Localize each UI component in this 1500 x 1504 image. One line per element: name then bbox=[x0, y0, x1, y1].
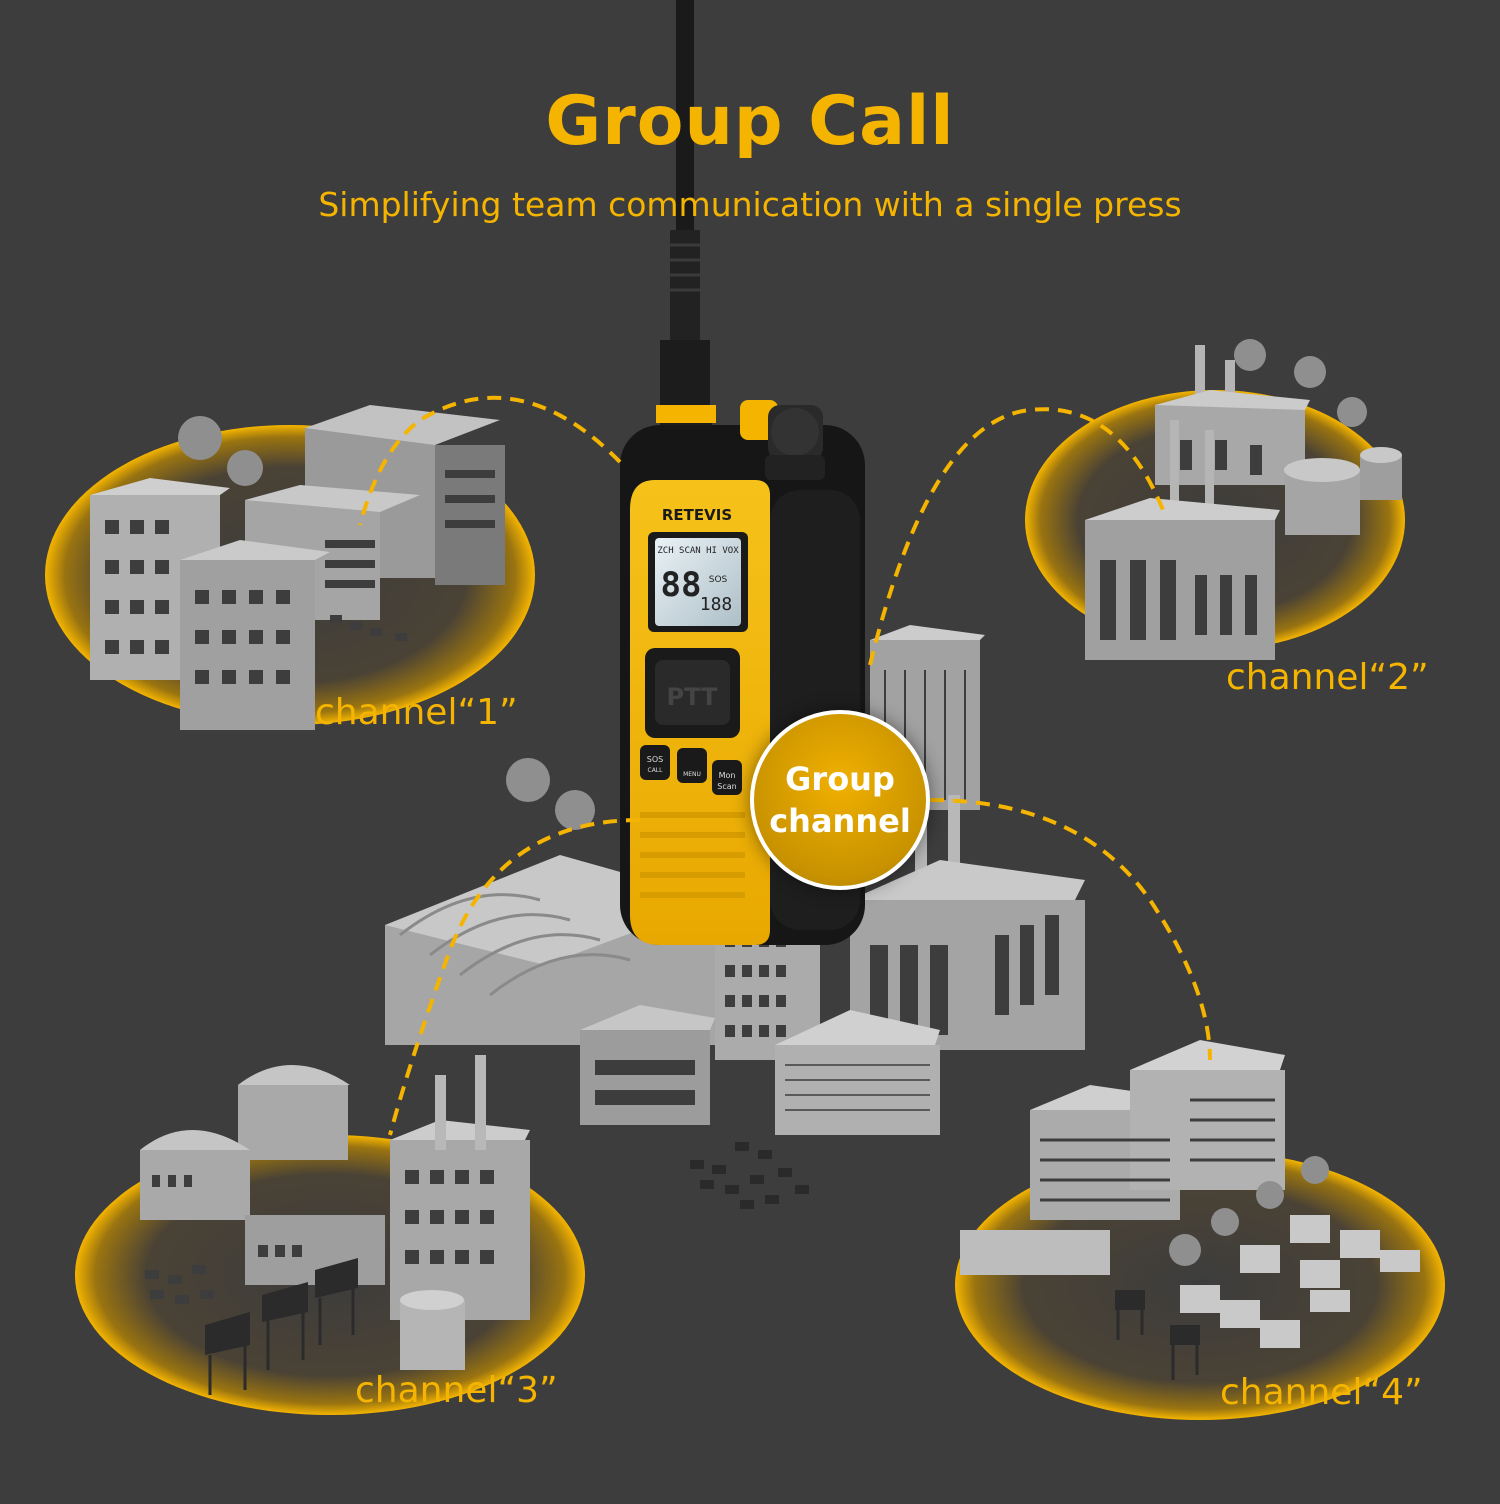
arc-channel-2 bbox=[868, 407, 1167, 666]
radio-menu-button: MENU bbox=[683, 771, 701, 778]
radio-sos-button-top: SOS bbox=[647, 755, 663, 764]
channel-2-label: channel“2” bbox=[1226, 657, 1429, 698]
arc-channel-3 bbox=[388, 818, 641, 1136]
radio-mon-button-top: Mon bbox=[719, 771, 736, 780]
radio-mon-button-bottom: Scan bbox=[717, 782, 736, 791]
arc-channel-4 bbox=[929, 798, 1212, 1061]
channel-1-label: channel“1” bbox=[315, 692, 518, 733]
group-badge-line1: Group bbox=[785, 760, 895, 798]
radio-display-sos: SOS bbox=[709, 575, 728, 585]
channel-4-buildings bbox=[960, 1040, 1420, 1380]
radio-display-status: ZCH SCAN HI VOX bbox=[657, 546, 739, 556]
group-channel-badge: Group channel bbox=[750, 710, 930, 890]
page-title: Group Call bbox=[545, 82, 955, 161]
page-subtitle: Simplifying team communication with a si… bbox=[318, 185, 1182, 224]
channel-1-buildings bbox=[90, 405, 505, 730]
signal-arcs bbox=[358, 395, 1212, 1136]
radio-brand-text: RETEVIS bbox=[662, 506, 732, 524]
channel-2-buildings bbox=[1085, 339, 1402, 660]
channel-3-label: channel“3” bbox=[355, 1370, 558, 1411]
group-badge-line2: channel bbox=[769, 802, 911, 840]
radio-display-channel: 88 bbox=[661, 565, 702, 605]
radio-display-sub: 188 bbox=[700, 594, 733, 615]
channel-4-label: channel“4” bbox=[1220, 1372, 1423, 1413]
channel-3-buildings bbox=[140, 1055, 530, 1395]
radio-ptt-button: PTT bbox=[667, 683, 719, 711]
arc-channel-1 bbox=[358, 395, 622, 526]
radio-sos-button-bottom: CALL bbox=[648, 767, 664, 774]
